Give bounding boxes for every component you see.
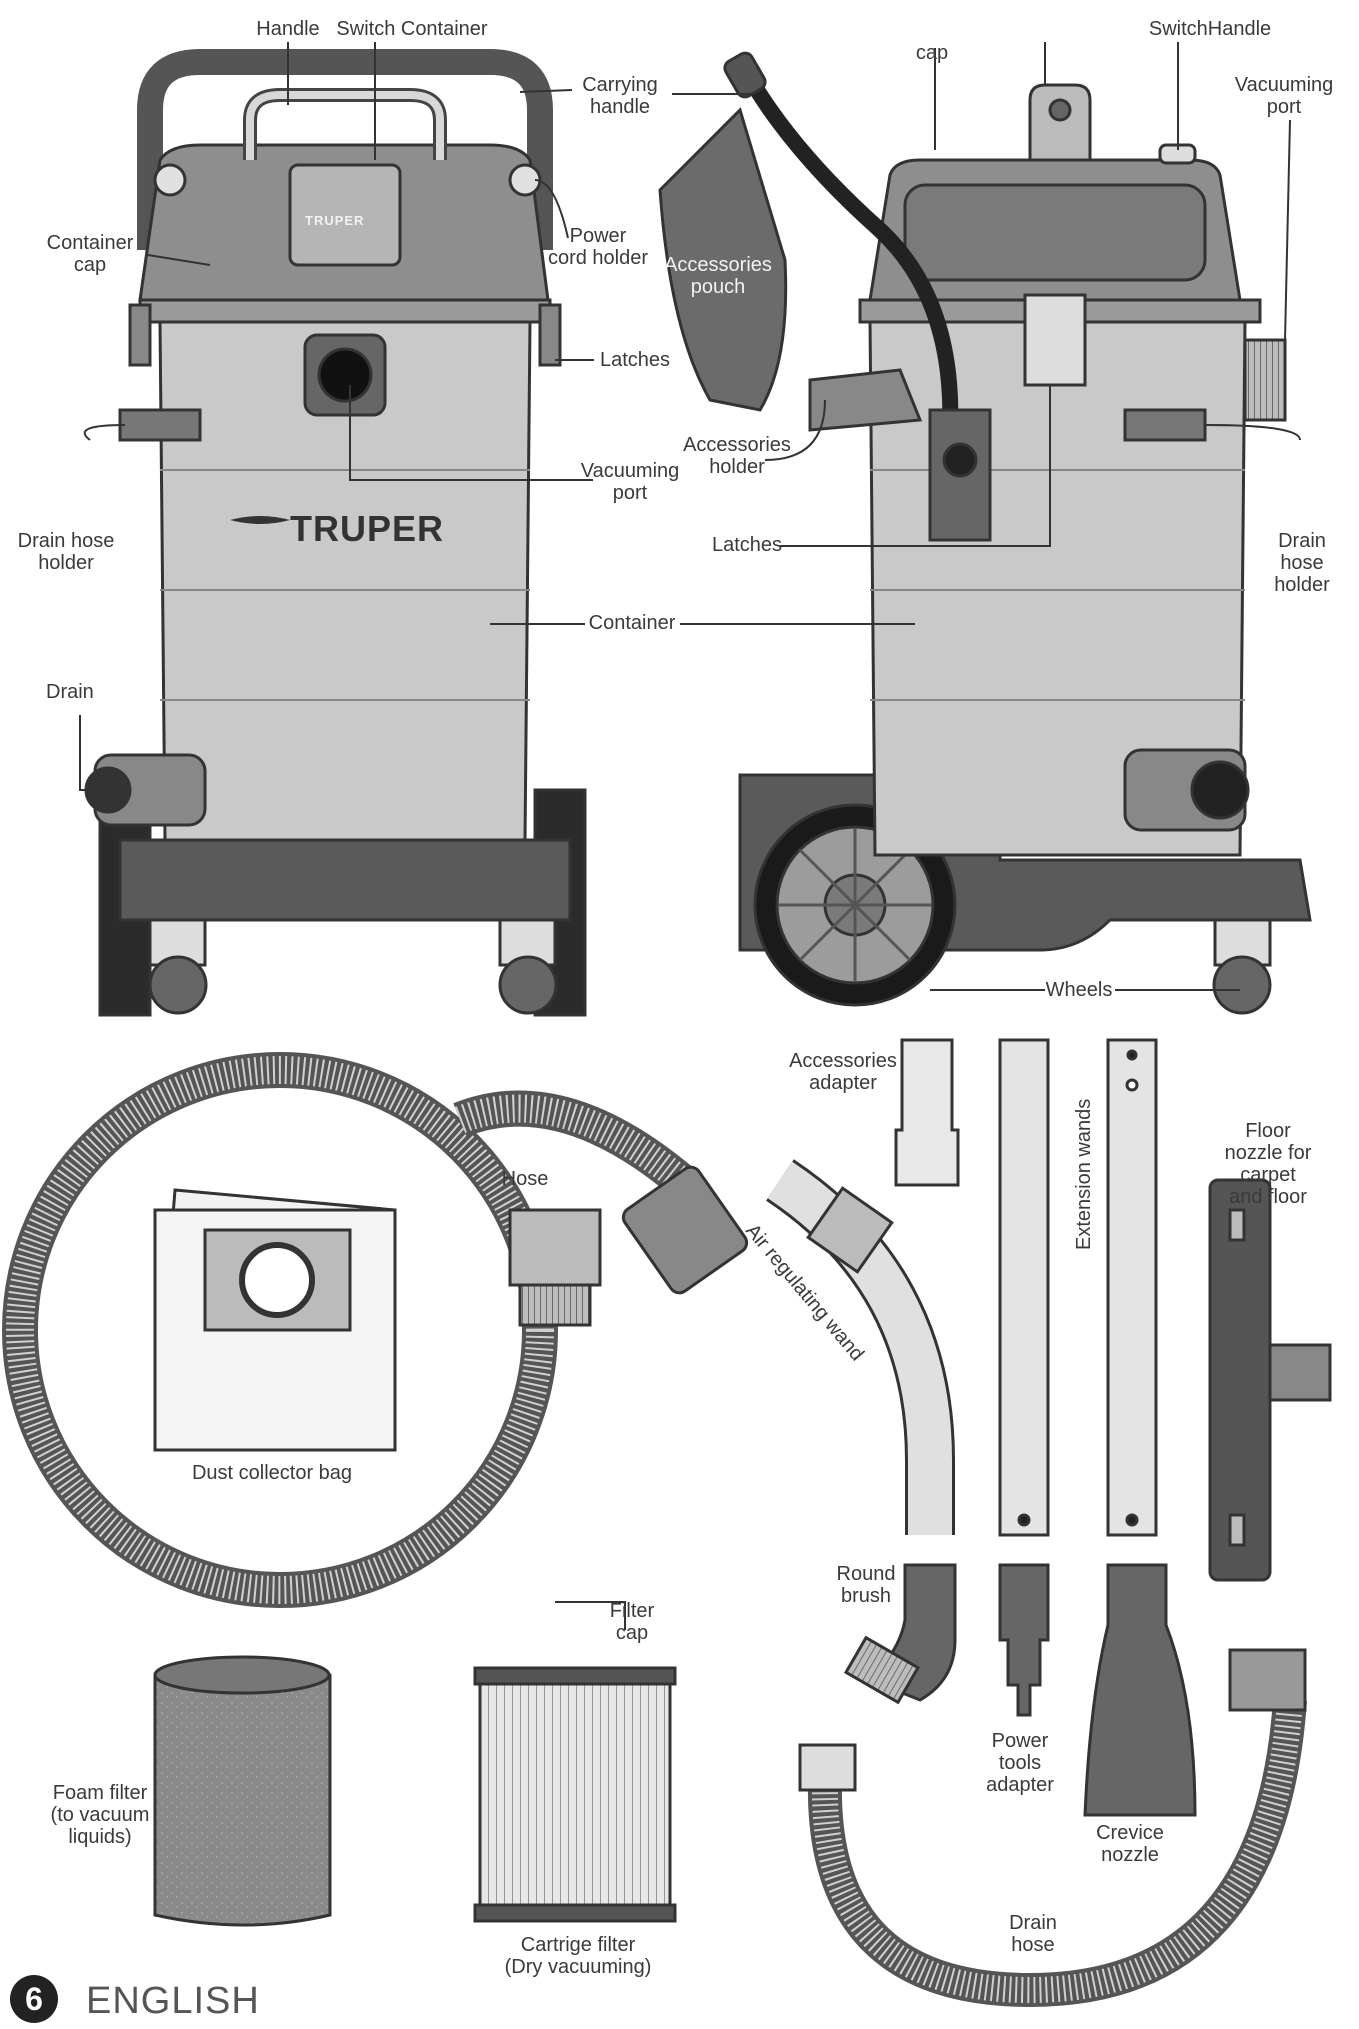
label-accessories-holder: Accessories holder (683, 434, 791, 478)
front-drain-hose-holder (118, 408, 202, 442)
front-carrying-handle (137, 49, 553, 250)
front-base (118, 838, 572, 922)
hose-cuff-right (621, 1165, 749, 1295)
accessories (765, 1038, 1332, 2008)
label-foam-filter: Foam filter (to vacuum liquids) (50, 1782, 150, 1848)
label-round-brush: Round brush (836, 1563, 896, 1607)
label-cartridge-filter: Cartrige filter (Dry vacuuming) (504, 1934, 652, 1978)
label-latches-side: Latches (712, 534, 783, 556)
front-latch-left (128, 303, 152, 367)
front-latch-right (538, 303, 562, 367)
power-tools-adapter (998, 1563, 1050, 1717)
front-caster-left (148, 955, 208, 1015)
label-crevice-nozzle: Crevice nozzle (1096, 1822, 1164, 1866)
page-language: ENGLISH (86, 1980, 260, 2022)
drain-hose (807, 1698, 1307, 2008)
label-power-tools-adapter: Power tools adapter (986, 1730, 1054, 1796)
crevice-nozzle (1083, 1563, 1197, 1817)
leader-lines (79, 42, 1301, 1630)
label-extension-wands: Extension wands (1073, 1098, 1095, 1250)
label-carrying-handle: Carrying handle (582, 74, 658, 118)
dust-collector-bag (153, 1188, 397, 1452)
label-wheels: Wheels (1045, 979, 1113, 1001)
brand-logo-small: TRUPER (305, 213, 365, 228)
label-latches-front: Latches (600, 349, 671, 371)
label-handle: Handle (256, 18, 320, 40)
label-drain-hose-holder-right: Drain hose holder (1274, 530, 1330, 596)
cartridge-filter (478, 1678, 672, 1912)
label-hose: Hose (501, 1168, 549, 1190)
label-switch-handle: SwitchHandle (1148, 18, 1272, 40)
page-number-badge: 6 (10, 1975, 58, 2023)
side-caster (1212, 955, 1272, 1015)
label-filter-cap: Filter cap (609, 1600, 655, 1644)
label-cap: cap (915, 42, 949, 64)
extension-wand-1 (998, 1038, 1050, 1537)
side-vacuuming-port (1243, 338, 1287, 422)
accessories-adapter (894, 1038, 960, 1187)
label-drain-hose: Drain hose (1009, 1912, 1057, 1956)
filters (153, 1655, 677, 1927)
front-caster-right (498, 955, 558, 1015)
front-switch-panel (288, 163, 402, 267)
side-accessories-holder (808, 368, 923, 432)
label-vacuuming-port-side: Vacuuming port (1234, 74, 1334, 118)
side-view-vacuum (658, 51, 1312, 1015)
front-power-cord-holder-left (153, 163, 187, 197)
label-power-cord-holder: Power cord holder (547, 225, 649, 269)
label-floor-nozzle: Floor nozzle for carpet and floor (1224, 1120, 1312, 1208)
label-drain-hose-holder-left: Drain hose holder (17, 530, 115, 574)
filter-cap-top (473, 1666, 677, 1686)
side-latch (1023, 293, 1087, 387)
label-switch-container: Switch Container (336, 18, 488, 40)
label-container-cap: Container cap (46, 232, 134, 276)
foam-filter (153, 1661, 332, 1927)
label-accessories-pouch: Accessories pouch (664, 254, 772, 298)
hose-coil (2, 1052, 749, 1608)
side-accessories-pouch (658, 107, 788, 412)
brand-logo-large: TRUPER (290, 508, 445, 549)
side-hose-arm (738, 66, 959, 431)
hose-cuff-left (508, 1208, 602, 1287)
label-dust-collector-bag: Dust collector bag (191, 1462, 353, 1484)
label-drain: Drain (46, 681, 94, 703)
hose-tail (453, 1090, 692, 1194)
side-switch-handle (1028, 83, 1092, 162)
label-vacuuming-port-front: Vacuuming port (580, 460, 680, 504)
side-drain-hose-holder (1123, 408, 1207, 442)
label-container: Container (588, 612, 676, 634)
label-accessories-adapter: Accessories adapter (789, 1050, 897, 1094)
brand-logo-mark (230, 516, 290, 524)
extension-wand-2 (1106, 1038, 1158, 1537)
front-view-vacuum (84, 49, 587, 1017)
